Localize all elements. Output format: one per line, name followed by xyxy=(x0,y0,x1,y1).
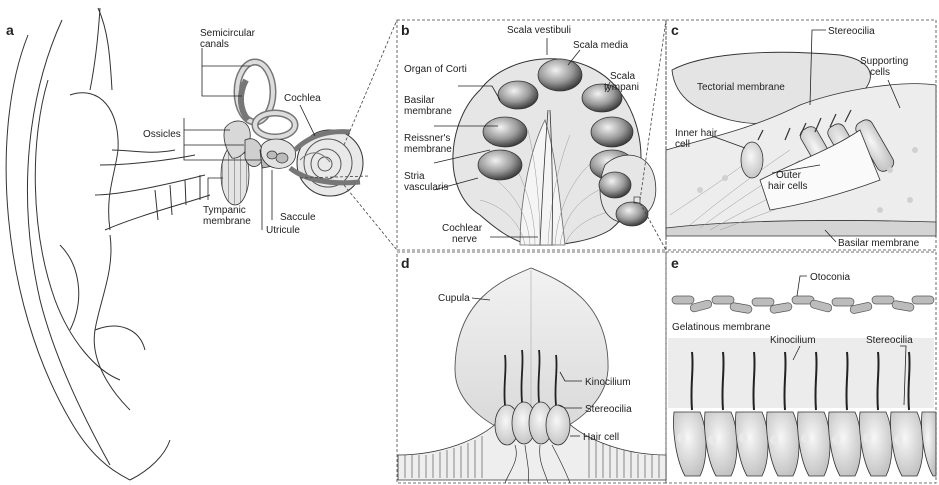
label-basilar-membrane-b-1: Basilar xyxy=(404,95,435,106)
label-outer-hair-cells-1: Outer xyxy=(776,170,802,181)
panel-b-letter: b xyxy=(401,22,410,38)
label-cochlear-nerve-2: nerve xyxy=(452,234,477,245)
label-saccule: Saccule xyxy=(280,212,316,223)
label-kinocilium-e: Kinocilium xyxy=(770,335,816,346)
label-scala-vestibuli: Scala vestibuli xyxy=(507,25,571,36)
otoconia-drawing xyxy=(672,296,934,314)
panel-c: c xyxy=(666,22,936,249)
outer-ear-drawing xyxy=(6,8,210,480)
label-basilar-membrane-b-2: membrane xyxy=(404,106,452,117)
panel-e: e xyxy=(668,255,936,476)
label-stria-2: vascularis xyxy=(404,182,448,193)
panel-c-letter: c xyxy=(671,22,679,38)
label-tympanic-1: Tympanic xyxy=(203,205,246,216)
label-ossicles: Ossicles xyxy=(143,129,181,140)
label-stria-1: Stria xyxy=(404,171,425,182)
label-semicircular-canals-2: canals xyxy=(200,39,229,50)
panel-b: b xyxy=(401,20,666,250)
vestibule-drawing xyxy=(261,139,296,168)
label-organ-of-corti: Organ of Corti xyxy=(404,64,467,75)
label-stereocilia-e: Stereocilia xyxy=(866,335,913,346)
label-reissners-1: Reissner's xyxy=(404,133,450,144)
label-semicircular-canals-1: Semicircular xyxy=(200,28,256,39)
label-inner-hair-cell-1: Inner hair xyxy=(675,128,718,139)
label-cochlea: Cochlea xyxy=(284,93,321,104)
panel-d: d xyxy=(398,255,666,483)
organ-of-corti-drawing xyxy=(666,52,936,236)
label-gelatinous-membrane: Gelatinous membrane xyxy=(672,322,771,333)
label-stereocilia-d: Stereocilia xyxy=(585,404,632,415)
label-scala-tympani-2: tympani xyxy=(604,82,639,93)
label-tympanic-2: membrane xyxy=(203,216,251,227)
label-cochlear-nerve-1: Cochlear xyxy=(442,223,483,234)
label-cupula: Cupula xyxy=(438,293,470,304)
label-outer-hair-cells-2: hair cells xyxy=(768,181,807,192)
label-utricule: Utricule xyxy=(266,225,300,236)
panel-a-letter: a xyxy=(6,22,14,38)
label-scala-media: Scala media xyxy=(573,40,628,51)
label-scala-tympani-1: Scala xyxy=(610,71,635,82)
panel-d-letter: d xyxy=(401,255,410,271)
panel-e-letter: e xyxy=(671,255,679,271)
label-hair-cell: Hair cell xyxy=(583,432,619,443)
label-supporting-cells-1: Supporting xyxy=(860,56,908,67)
gelatinous-membrane-drawing xyxy=(668,338,934,408)
label-basilar-membrane-c: Basilar membrane xyxy=(838,238,920,249)
panel-a: a xyxy=(6,8,397,480)
hair-cells-d xyxy=(495,402,570,445)
label-stereocilia-c: Stereocilia xyxy=(828,26,875,37)
label-reissners-2: membrane xyxy=(404,144,452,155)
label-inner-hair-cell-2: cell xyxy=(675,139,690,150)
label-kinocilium-d: Kinocilium xyxy=(585,377,631,388)
label-tectorial-membrane: Tectorial membrane xyxy=(697,82,785,93)
label-supporting-cells-2: cells xyxy=(870,67,890,78)
label-otoconia: Otoconia xyxy=(810,272,850,283)
